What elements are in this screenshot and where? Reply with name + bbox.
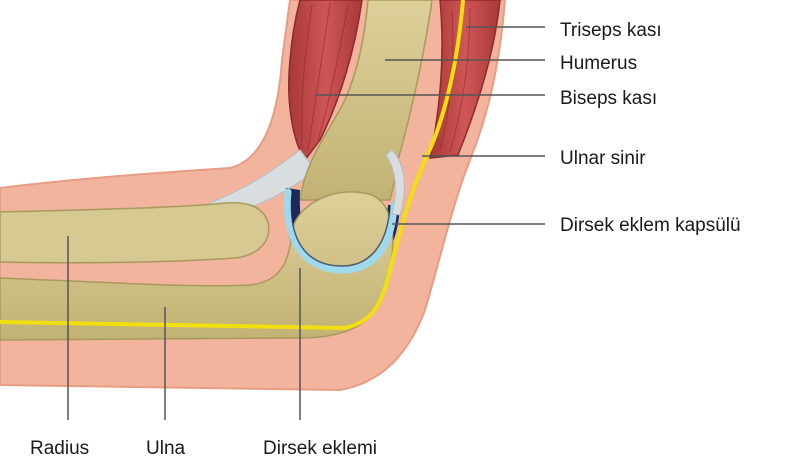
label-radius: Radius bbox=[30, 438, 89, 460]
label-biceps: Biseps kası bbox=[560, 88, 657, 110]
label-humerus: Humerus bbox=[560, 53, 637, 75]
label-ulnar-nerve: Ulnar sinir bbox=[560, 148, 646, 170]
radius-bone bbox=[0, 203, 269, 263]
label-ulna: Ulna bbox=[146, 438, 185, 460]
label-triceps: Triseps kası bbox=[560, 20, 662, 42]
label-joint-capsule: Dirsek eklem kapsülü bbox=[560, 215, 741, 237]
label-elbow-joint: Dirsek eklemi bbox=[263, 438, 377, 460]
